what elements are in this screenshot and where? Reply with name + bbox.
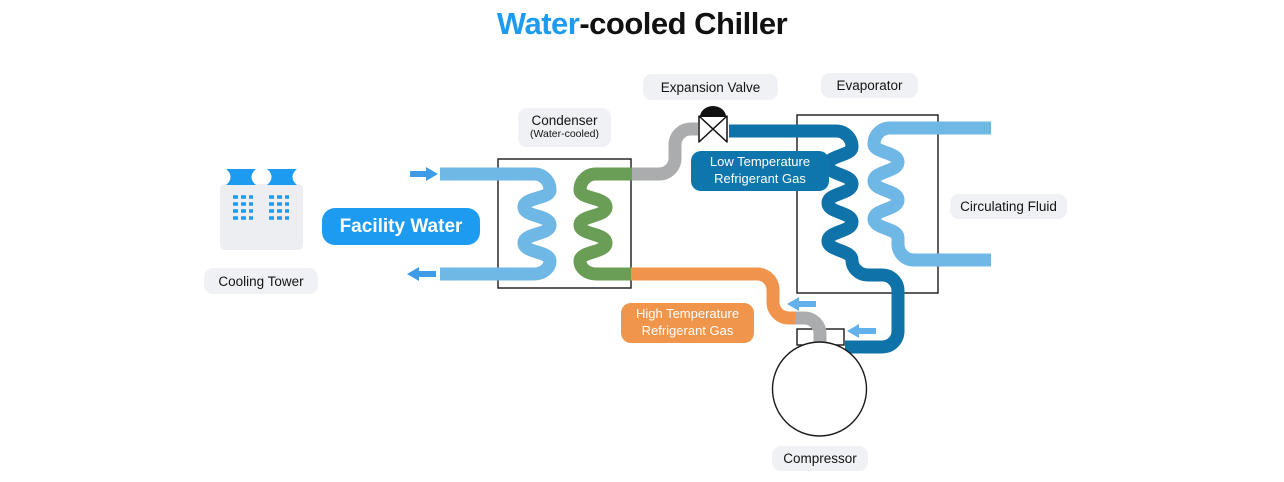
condenser-label-sub: (Water-cooled) <box>529 128 600 141</box>
valve-dome <box>700 106 726 117</box>
high-temp-refrigerant-pipe <box>631 267 796 325</box>
compressor-label: Compressor <box>772 446 868 471</box>
cooling-tower-fan-right <box>267 169 297 185</box>
cooling-tower-vents-right <box>269 195 289 220</box>
cooling-tower-icon <box>220 169 303 250</box>
facility-water-badge: Facility Water <box>322 208 480 245</box>
facility-water-pipe <box>440 167 557 281</box>
high-temp-line1: High Temperature <box>635 306 740 322</box>
low-temp-line1: Low Temperature <box>709 154 811 170</box>
circulating-fluid-label: Circulating Fluid <box>950 194 1067 219</box>
low-temp-refrigerant-pipe <box>729 124 905 354</box>
to-condenser-flow-arrow <box>787 297 816 311</box>
low-temp-line2: Refrigerant Gas <box>714 171 806 186</box>
condenser-refrigerant-coil <box>573 167 632 281</box>
compressor-icon <box>771 341 868 437</box>
title-rest: -cooled Chiller <box>579 6 788 41</box>
cooling-tower-body <box>220 184 303 250</box>
condensed-refrigerant-pipe <box>632 122 698 181</box>
circulating-fluid-pipe <box>867 121 991 267</box>
cooling-tower-label: Cooling Tower <box>204 268 318 294</box>
facility-water-out-arrow <box>407 267 436 281</box>
facility-water-in-arrow <box>410 167 438 181</box>
valve-bowtie <box>698 115 728 143</box>
condenser-box <box>497 158 632 289</box>
title-highlight: Water <box>496 6 580 41</box>
expansion-valve-label: Expansion Valve <box>643 74 778 100</box>
cooling-tower-vents-left <box>233 195 253 220</box>
page-title: Water-cooled Chiller <box>0 6 1284 42</box>
cooling-tower-fan-left <box>226 169 256 185</box>
evaporator-label: Evaporator <box>821 73 918 98</box>
high-temp-line2: Refrigerant Gas <box>641 323 734 338</box>
condenser-label-title: Condenser <box>531 113 598 129</box>
high-temp-refrigerant-badge: High Temperature Refrigerant Gas <box>621 303 754 343</box>
compressor-outlet-pipe <box>795 311 827 343</box>
to-compressor-flow-arrow <box>847 324 876 338</box>
low-temp-refrigerant-badge: Low Temperature Refrigerant Gas <box>691 151 829 191</box>
condenser-label: Condenser (Water-cooled) <box>518 108 611 147</box>
expansion-valve-icon <box>698 106 728 143</box>
evaporator-box <box>796 114 939 294</box>
